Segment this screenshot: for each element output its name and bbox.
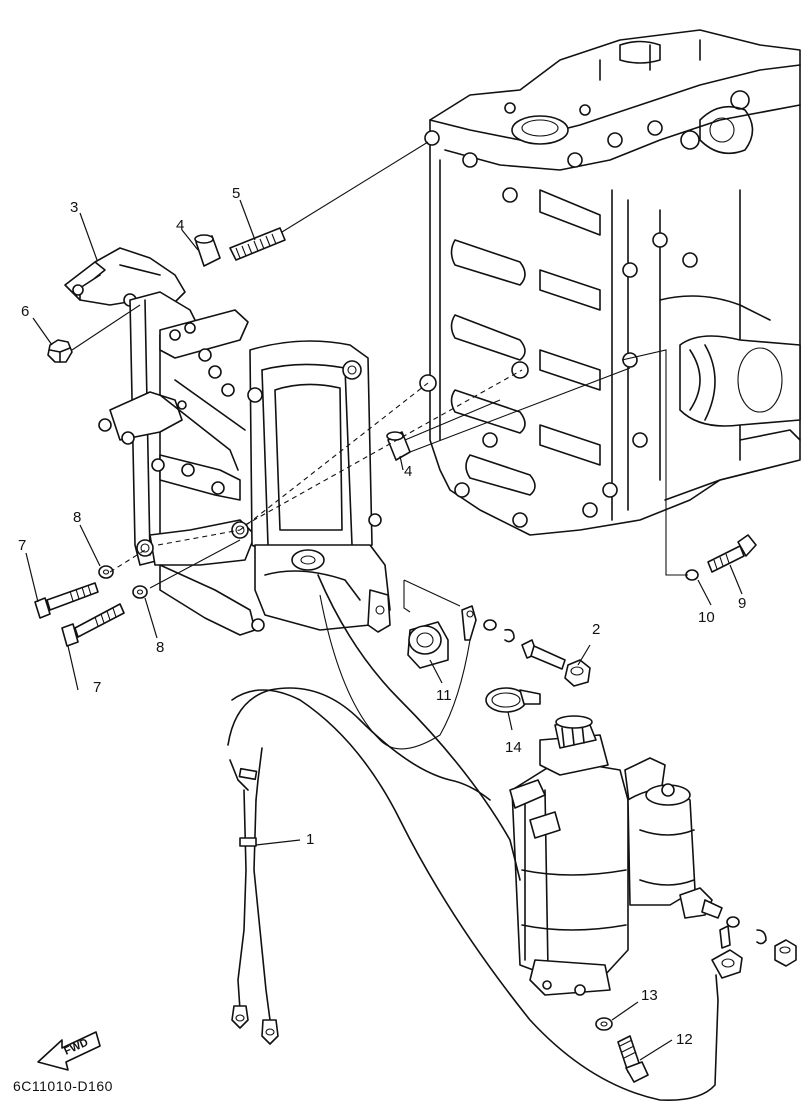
callout-7-upper: 7 — [18, 537, 27, 554]
starter-ground-cable — [231, 689, 719, 1102]
starter-motor — [509, 715, 723, 996]
callout-8-upper: 8 — [73, 509, 82, 526]
bolt-part-7-lower — [61, 603, 125, 647]
washer-part-8-upper — [98, 565, 114, 579]
starter-cable — [317, 574, 521, 881]
bolt-and-cap-part-2 — [521, 639, 591, 687]
starter-cable-lug — [711, 925, 743, 979]
callout-9: 9 — [738, 595, 747, 612]
starter-terminal-nut — [774, 939, 797, 967]
callout-1: 1 — [306, 831, 315, 848]
grommet-part-11 — [407, 621, 449, 669]
terminal-lug — [461, 605, 477, 641]
collar-part-4-lower — [386, 431, 411, 461]
callout-10: 10 — [698, 609, 715, 626]
callout-6: 6 — [21, 303, 30, 320]
callout-4-upper: 4 — [176, 217, 185, 234]
callout-12: 12 — [676, 1031, 693, 1048]
bolt-part-7-upper — [34, 582, 99, 619]
electrical-bracket-frame — [98, 291, 391, 636]
callout-5: 5 — [232, 185, 241, 202]
washer-part-8-lower — [132, 585, 148, 599]
callout-2: 2 — [592, 621, 601, 638]
callout-7-lower: 7 — [93, 679, 102, 696]
wire-harness-part-1 — [227, 687, 491, 1045]
diagram-code: 6C11010-D160 — [13, 1078, 113, 1094]
callout-3: 3 — [70, 199, 79, 216]
callout-13: 13 — [641, 987, 658, 1004]
clamp-part-14 — [485, 687, 541, 713]
stud-bolt-part-5 — [229, 227, 286, 261]
callout-14: 14 — [505, 739, 522, 756]
washer-part-13 — [595, 1017, 613, 1031]
bolt-part-12 — [617, 1035, 649, 1083]
bracket-part-3 — [64, 247, 186, 312]
callout-4-lower: 4 — [404, 463, 413, 480]
forward-arrow-icon: FWD — [37, 1031, 101, 1071]
callout-11: 11 — [436, 687, 452, 704]
collar-part-4-upper — [194, 234, 221, 267]
engine-block — [419, 29, 801, 536]
callout-8-lower: 8 — [156, 639, 165, 656]
nut-part-6 — [47, 339, 73, 363]
bolt-part-9 — [707, 534, 757, 573]
